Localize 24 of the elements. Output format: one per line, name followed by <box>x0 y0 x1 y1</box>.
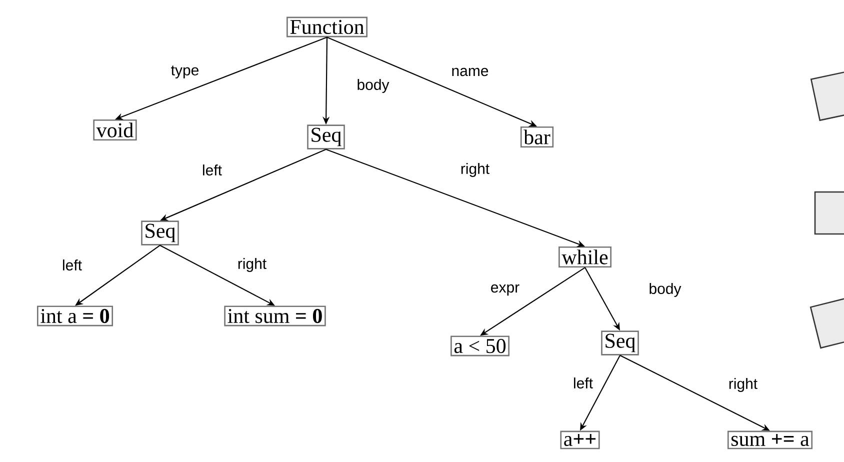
edge-label: right <box>729 378 758 392</box>
tree-node: Seq <box>307 124 345 150</box>
edge-label: type <box>171 66 198 78</box>
tree-node: bar <box>520 126 554 148</box>
edge-label: left <box>63 259 82 270</box>
tree-node: sum += a <box>727 430 813 450</box>
tree-node: void <box>93 119 137 141</box>
edge-label: expr <box>491 284 520 296</box>
tilted-box <box>814 191 844 235</box>
tree-node: a++ <box>560 430 600 450</box>
tree-node: Seq <box>141 220 179 246</box>
tree-node: while <box>558 246 612 268</box>
edge-label: right <box>461 163 490 177</box>
tree-node: a < 50 <box>450 336 510 356</box>
tree-node: Function <box>286 16 368 38</box>
tree-node: Seq <box>601 330 639 356</box>
tree-node: int sum = 0 <box>224 306 326 326</box>
edge-label: right <box>238 258 266 272</box>
edge-label: left <box>574 377 593 388</box>
tree-node: int a = 0 <box>37 306 113 326</box>
edge-label: left <box>203 164 222 176</box>
edge-label: name <box>452 68 488 76</box>
edge-label: body <box>358 79 390 93</box>
edge-label: body <box>650 283 682 297</box>
